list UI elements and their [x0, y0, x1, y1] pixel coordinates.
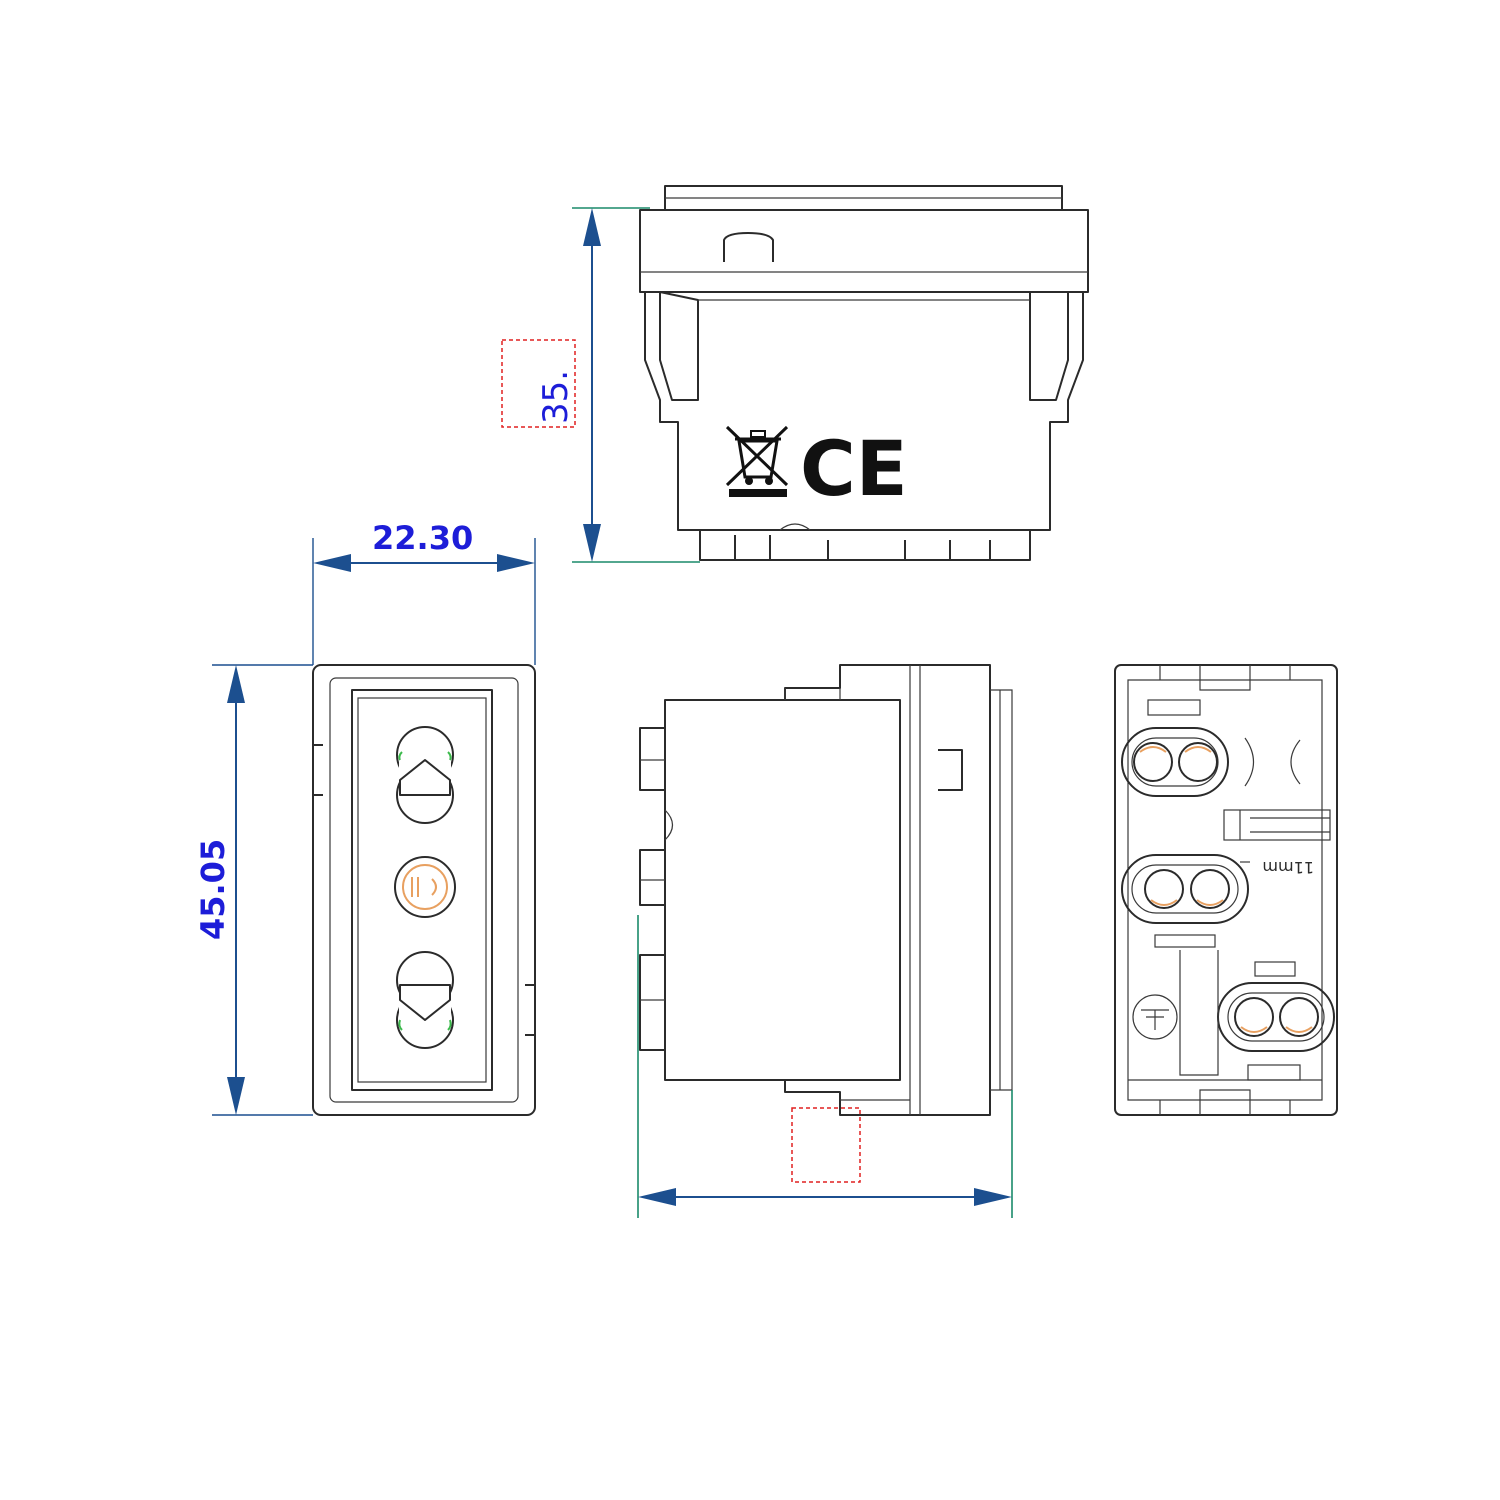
ce-mark: CE [800, 424, 908, 513]
side-depth-dimension [637, 915, 1013, 1218]
depth-dimension: 35. [501, 207, 700, 563]
terminal-mark-arc [1244, 737, 1255, 787]
earth-ground-icon [1132, 994, 1178, 1040]
front-view [312, 664, 536, 1116]
width-value: 22.30 [372, 519, 473, 557]
terminal-mark-arc [1290, 739, 1301, 785]
socket-earth-center [394, 856, 456, 918]
top-view [639, 185, 1089, 561]
strip-length-gauge: 11mm [1223, 809, 1331, 877]
height-dimension: 45.05 [194, 664, 313, 1116]
back-view: 11mm [1114, 664, 1338, 1116]
side-view [639, 664, 1013, 1116]
terminal-middle [1121, 854, 1249, 924]
strip-length-label: 11mm [1262, 858, 1314, 877]
width-dimension: 22.30 [312, 519, 536, 665]
weee-crossed-bin-icon [725, 425, 789, 497]
socket-hole-upper [396, 726, 454, 824]
depth-value: 35. [536, 370, 576, 424]
placeholder-box [791, 1107, 861, 1183]
height-value: 45.05 [194, 839, 232, 940]
socket-hole-lower [396, 951, 454, 1049]
placeholder-box [501, 339, 576, 428]
terminal-top [1121, 727, 1229, 797]
terminal-bottom [1217, 982, 1335, 1052]
